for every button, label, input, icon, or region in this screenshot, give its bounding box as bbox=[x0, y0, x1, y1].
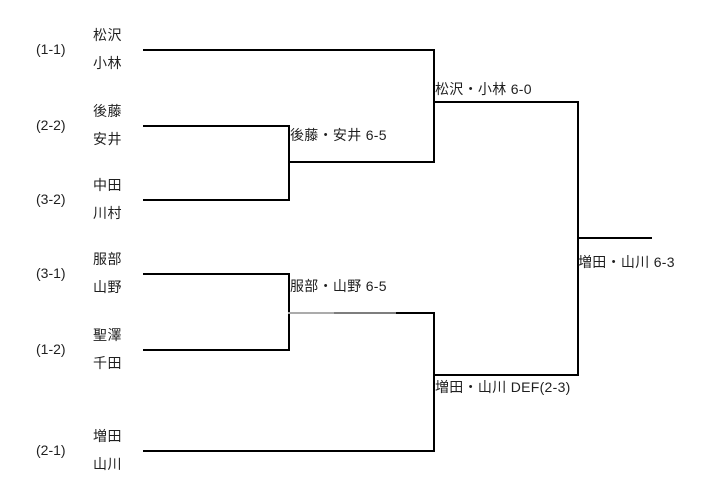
bracket-entry-1: (1-1) 松沢 小林 bbox=[36, 28, 166, 74]
entry-line-6 bbox=[143, 450, 433, 452]
player-name: 増田 bbox=[93, 428, 122, 444]
entry-line-1 bbox=[143, 49, 433, 51]
player-name: 聖澤 bbox=[93, 327, 122, 343]
seed-label: (1-1) bbox=[36, 41, 66, 57]
match-result-final: 増田・山川 6-3 bbox=[578, 254, 675, 270]
winner-line-sf-bottom bbox=[433, 374, 579, 376]
seed-label: (2-1) bbox=[36, 442, 66, 458]
player-name: 川村 bbox=[93, 205, 122, 221]
bracket-entry-4: (3-1) 服部 山野 bbox=[36, 252, 166, 298]
player-name: 安井 bbox=[93, 131, 122, 147]
winner-line-qf-bottom bbox=[396, 312, 433, 314]
player-name: 服部 bbox=[93, 251, 122, 267]
winner-line-qf-top bbox=[288, 161, 433, 163]
seed-label: (2-2) bbox=[36, 117, 66, 133]
bracket-entry-2: (2-2) 後藤 安井 bbox=[36, 104, 166, 150]
match-result-sf-top: 松沢・小林 6-0 bbox=[435, 81, 532, 97]
connector-qf-bottom bbox=[288, 273, 290, 351]
bracket-entry-5: (1-2) 聖澤 千田 bbox=[36, 328, 166, 374]
entry-line-2 bbox=[143, 125, 288, 127]
champion-line bbox=[577, 237, 652, 239]
match-result-qf-top: 後藤・安井 6-5 bbox=[290, 127, 387, 143]
player-name: 山川 bbox=[93, 456, 122, 472]
entry-line-4 bbox=[143, 273, 288, 275]
seed-label: (3-2) bbox=[36, 191, 66, 207]
match-result-qf-bottom: 服部・山野 6-5 bbox=[290, 278, 387, 294]
bracket-entry-3: (3-2) 中田 川村 bbox=[36, 178, 166, 224]
connector-sf-top bbox=[433, 49, 435, 163]
entry-line-5 bbox=[143, 349, 288, 351]
seed-label: (3-1) bbox=[36, 265, 66, 281]
player-name: 千田 bbox=[93, 355, 122, 371]
player-name: 後藤 bbox=[93, 103, 122, 119]
winner-line-qf-bottom-faded-dark bbox=[334, 312, 396, 314]
connector-qf-top bbox=[288, 125, 290, 201]
player-name: 小林 bbox=[93, 55, 122, 71]
match-result-sf-bottom: 増田・山川 DEF(2-3) bbox=[435, 379, 571, 395]
entry-line-3 bbox=[143, 199, 288, 201]
winner-line-qf-bottom-faded-light bbox=[288, 312, 334, 314]
bracket-entry-6: (2-1) 増田 山川 bbox=[36, 429, 166, 475]
player-name: 山野 bbox=[93, 279, 122, 295]
player-name: 松沢 bbox=[93, 27, 122, 43]
player-name: 中田 bbox=[93, 177, 122, 193]
seed-label: (1-2) bbox=[36, 341, 66, 357]
winner-line-sf-top bbox=[433, 101, 579, 103]
connector-sf-bottom bbox=[433, 312, 435, 452]
